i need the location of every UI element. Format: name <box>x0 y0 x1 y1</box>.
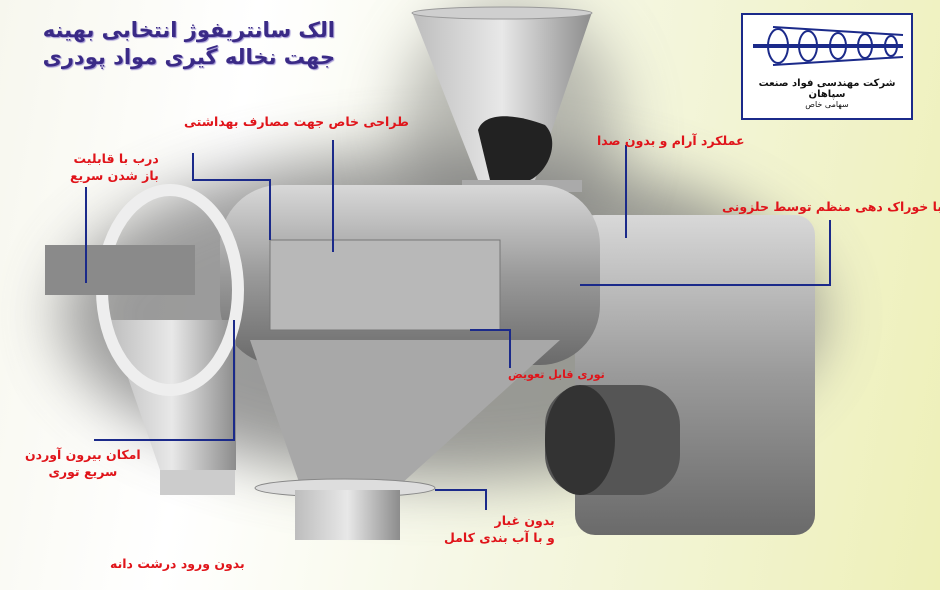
sifter-body <box>45 184 600 540</box>
label-remove-line-1: امکان بیرون آوردن <box>25 447 141 462</box>
label-dust-line-1: بدون غبار <box>494 513 555 528</box>
label-coarse: بدون ورود درشت دانه <box>110 556 245 571</box>
label-remove-screen: امکان بیرون آوردن سریع توری <box>25 446 141 480</box>
leader-lines <box>85 140 831 510</box>
label-screw-feed: با خوراک دهی منظم توسط حلزونی <box>722 199 940 214</box>
label-dust: بدون غبار و با آب بندی کامل <box>444 512 555 546</box>
company-name: شرکت مهندسی فواد صنعت سپاهان <box>758 78 896 100</box>
rollers-logo-icon <box>753 26 904 66</box>
label-door: درب با قابلیت باز شدن سریع <box>70 150 159 184</box>
label-quiet: عملکرد آرام و بدون صدا <box>597 133 745 148</box>
label-door-line-1: درب با قابلیت <box>73 151 159 166</box>
label-dust-line-2: و با آب بندی کامل <box>444 530 555 545</box>
company-logo: شرکت مهندسی فواد صنعت سپاهان سهامی خاص <box>741 13 913 120</box>
headline-line-2: جهت نخاله گیری مواد پودری <box>42 45 335 69</box>
motor-housing <box>545 215 815 535</box>
label-screen: توری قابل تعویض <box>508 368 605 381</box>
headline-line-1: الک سانتریفوژ انتخابی بهینه <box>42 18 335 42</box>
label-door-line-2: باز شدن سریع <box>70 168 159 183</box>
label-hygienic: طراحی خاص جهت مصارف بهداشتی <box>184 114 409 129</box>
company-type: سهامی خاص <box>805 100 849 109</box>
label-remove-line-2: سریع توری <box>48 464 118 479</box>
